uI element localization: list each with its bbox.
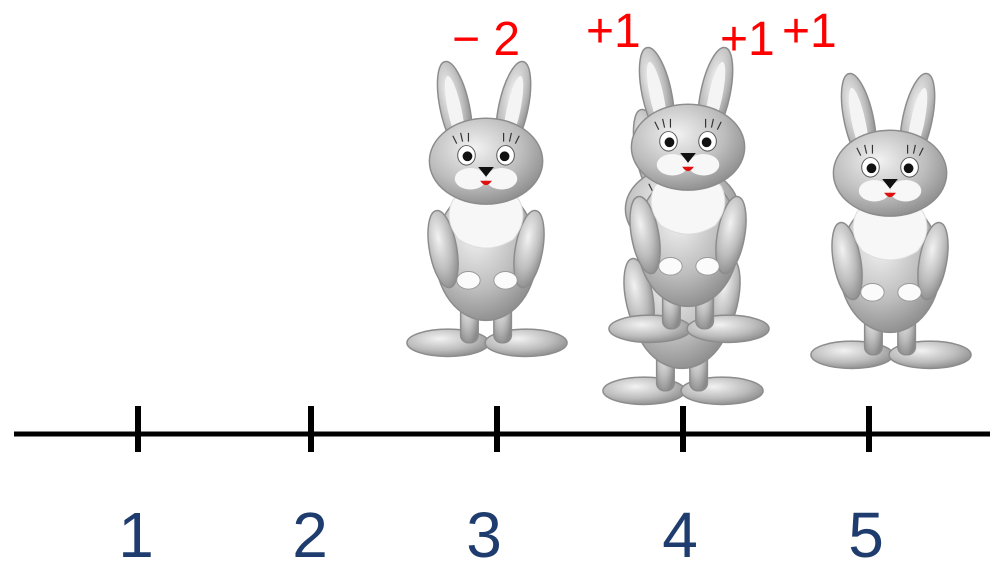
operation-label: +1 — [586, 5, 641, 58]
tick-label-2: 2 — [292, 499, 328, 571]
operation-label: − 2 — [452, 13, 521, 66]
operation-label: +1 — [720, 13, 775, 66]
tick-label-4: 4 — [662, 499, 698, 571]
tick-label-1: 1 — [118, 499, 154, 571]
tick-label-3: 3 — [466, 499, 502, 571]
tick-label-5: 5 — [848, 499, 884, 571]
operation-label: +1 — [782, 5, 837, 58]
